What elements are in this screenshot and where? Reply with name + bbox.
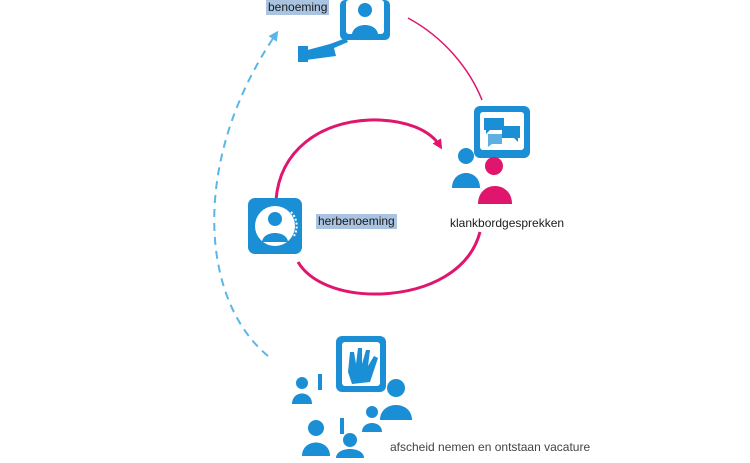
dashed-arc-afscheid-to-benoeming <box>213 30 279 357</box>
label-afscheid: afscheid nemen en ontstaan vacature <box>390 440 591 454</box>
label-klankbordgesprekken: klankbordgesprekken <box>450 216 565 230</box>
label-herbenoeming: herbenoeming <box>316 214 397 229</box>
chat-people-icon <box>452 106 530 204</box>
rotating-portrait-icon <box>248 198 302 254</box>
arc-klankbord-to-herbenoeming <box>296 231 482 296</box>
arc-herbenoeming-to-klankbord <box>274 118 443 201</box>
arc-benoeming-to-klankbord <box>407 17 483 101</box>
pointing-hand-portrait-icon <box>298 0 390 62</box>
waving-crowd-icon <box>292 336 412 458</box>
label-benoeming: benoeming <box>266 0 330 15</box>
